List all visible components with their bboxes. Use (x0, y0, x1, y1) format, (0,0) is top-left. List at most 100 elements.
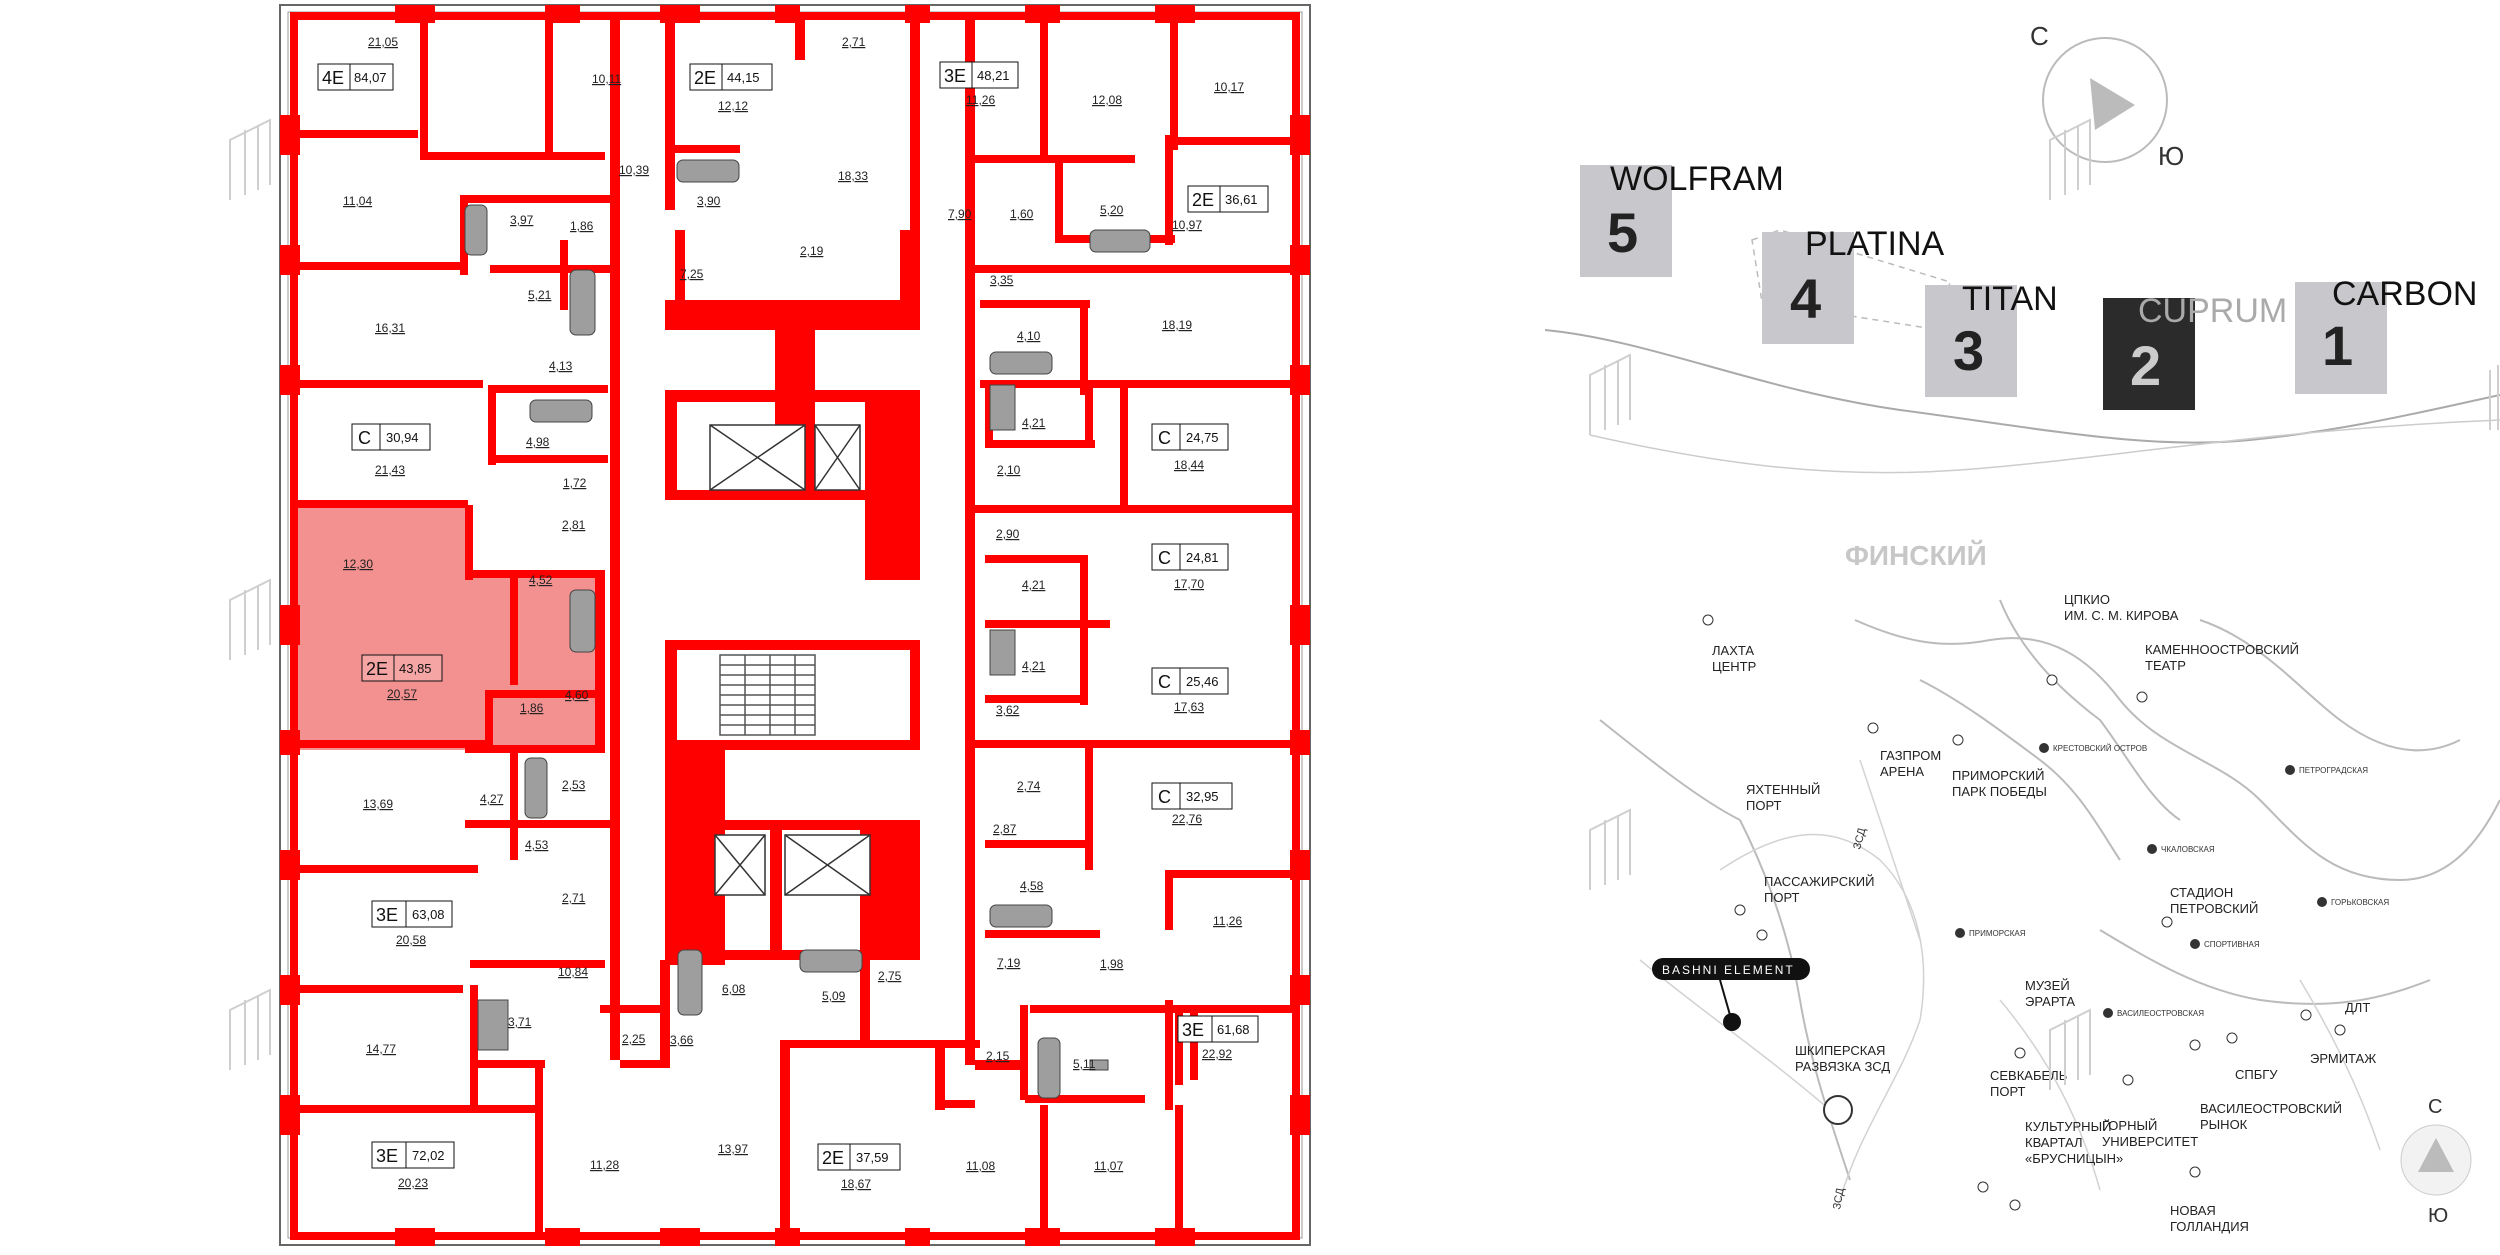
room-area: 12,08 (1092, 93, 1122, 107)
room-area: 1,72 (563, 476, 587, 490)
apt-type: 2E (694, 68, 716, 88)
building-name: CARBON (2332, 275, 2477, 313)
map-points: ЛАХТА ЦЕНТР ЯХТЕННЫЙ ПОРТ ПАССАЖИРСКИЙ П… (1702, 592, 2376, 1234)
apt-area: 37,59 (856, 1150, 889, 1165)
city-map: ФИНСКИЙ ЗСД ЗСД ЛАХТА ЦЕНТР ЯХТЕННЫЙ ПОР… (1599, 539, 2500, 1234)
building-1[interactable]: 1 CARBON (2295, 275, 2477, 394)
building-2[interactable]: 2 CUPRUM (2103, 292, 2287, 410)
metro-label: ЧКАЛОВСКАЯ (2161, 845, 2215, 854)
room-area: 2,81 (562, 518, 586, 532)
room-area: 10,39 (619, 163, 649, 177)
apt-area: 63,08 (412, 907, 445, 922)
room-area: 10,17 (1214, 80, 1244, 94)
staircase (719, 654, 816, 736)
map-label: ЦЕНТР (1712, 659, 1756, 674)
map-label: КАМЕННООСТРОВСКИЙ (2145, 642, 2299, 657)
room-area: 2,15 (986, 1049, 1010, 1063)
room-area: 5,11 (1073, 1057, 1096, 1071)
room-area: 2,71 (562, 891, 586, 905)
selected-apartment-fill[interactable] (290, 505, 605, 750)
building-number: 4 (1790, 267, 1821, 330)
room-area: 2,25 (622, 1032, 646, 1046)
apt-tag-a5[interactable]: C 30,94 (351, 423, 431, 451)
metro-label: ГОРЬКОВСКАЯ (2331, 898, 2389, 907)
apt-type: 3E (944, 66, 966, 86)
room-area: 18,19 (1162, 318, 1192, 332)
road-line (1544, 329, 2500, 444)
room-area: 10,11 (592, 72, 621, 86)
compass-south: Ю (2428, 1205, 2448, 1227)
room-area: 1,86 (520, 701, 544, 715)
map-label: РЫНОК (2200, 1117, 2248, 1132)
room-area: 3,90 (697, 194, 721, 208)
room-area: 4,27 (480, 792, 504, 806)
room-area: 3,66 (670, 1033, 694, 1047)
building-4[interactable]: 4 PLATINA (1762, 225, 1945, 344)
room-area: 4,58 (1020, 879, 1044, 893)
room-area: 6,08 (722, 982, 746, 996)
room-area: 11,26 (1213, 914, 1242, 928)
room-area: 16,31 (375, 321, 405, 335)
brand-label: BASHNI ELEMENT (1662, 963, 1795, 977)
building-5[interactable]: 5 WOLFRAM (1580, 160, 1784, 277)
apt-area: 84,07 (354, 70, 387, 85)
map-label: НОВАЯ (2170, 1203, 2216, 1218)
room-area: 4,60 (565, 688, 589, 702)
room-area: 2,10 (997, 463, 1021, 477)
room-area: 3,97 (510, 213, 534, 227)
apt-type: C (1158, 548, 1171, 568)
metro-label: ПЕТРОГРАДСКАЯ (2299, 766, 2368, 775)
building-name: TITAN (1962, 280, 2058, 318)
metro-label: ВАСИЛЕОСТРОВСКАЯ (2117, 1009, 2204, 1018)
map-label: ТЕАТР (2145, 658, 2186, 673)
room-area: 4,53 (525, 838, 549, 852)
building-name: CUPRUM (2138, 292, 2287, 330)
room-area: 4,52 (529, 573, 553, 587)
room-area: 4,10 (1017, 329, 1041, 343)
apt-type: C (358, 428, 371, 448)
room-area: 4,21 (1022, 659, 1046, 673)
room-area: 21,43 (375, 463, 405, 477)
room-area: 18,67 (841, 1177, 871, 1191)
room-area: 1,98 (1100, 957, 1124, 971)
compass-north: С (2030, 21, 2049, 51)
map-label: ПОРТ (1746, 798, 1782, 813)
apt-area: 30,94 (386, 430, 419, 445)
building-3[interactable]: 3 TITAN (1925, 280, 2058, 397)
room-area: 3,62 (996, 703, 1020, 717)
room-area: 13,69 (363, 797, 393, 811)
room-area: 22,92 (1202, 1047, 1232, 1061)
room-area: 4,21 (1022, 578, 1046, 592)
brand-marker[interactable]: BASHNI ELEMENT (1652, 958, 1810, 1031)
apt-type: 2E (1192, 190, 1214, 210)
room-area: 2,90 (996, 527, 1020, 541)
metro-label: КРЕСТОВСКИЙ ОСТРОВ (2053, 744, 2147, 753)
sanitary-fixtures (464, 159, 1151, 1099)
room-area: 11,26 (966, 93, 995, 107)
shoreline (1589, 419, 2500, 474)
metro-label: СПОРТИВНАЯ (2204, 940, 2260, 949)
room-area: 3,71 (508, 1015, 532, 1029)
building-number: 2 (2130, 334, 2161, 397)
map-label: ВАСИЛЕОСТРОВСКИЙ (2200, 1101, 2342, 1116)
apt-tag-a8[interactable]: C 24,81 (1151, 543, 1229, 571)
room-area: 2,75 (878, 969, 902, 983)
room-area: 12,30 (343, 557, 373, 571)
room-area: 11,07 (1094, 1159, 1123, 1173)
map-label: ПРИМОРСКИЙ (1952, 768, 2044, 783)
room-area: 11,08 (966, 1159, 995, 1173)
room-area: 17,70 (1174, 577, 1204, 591)
apt-area: 24,81 (1186, 550, 1219, 565)
